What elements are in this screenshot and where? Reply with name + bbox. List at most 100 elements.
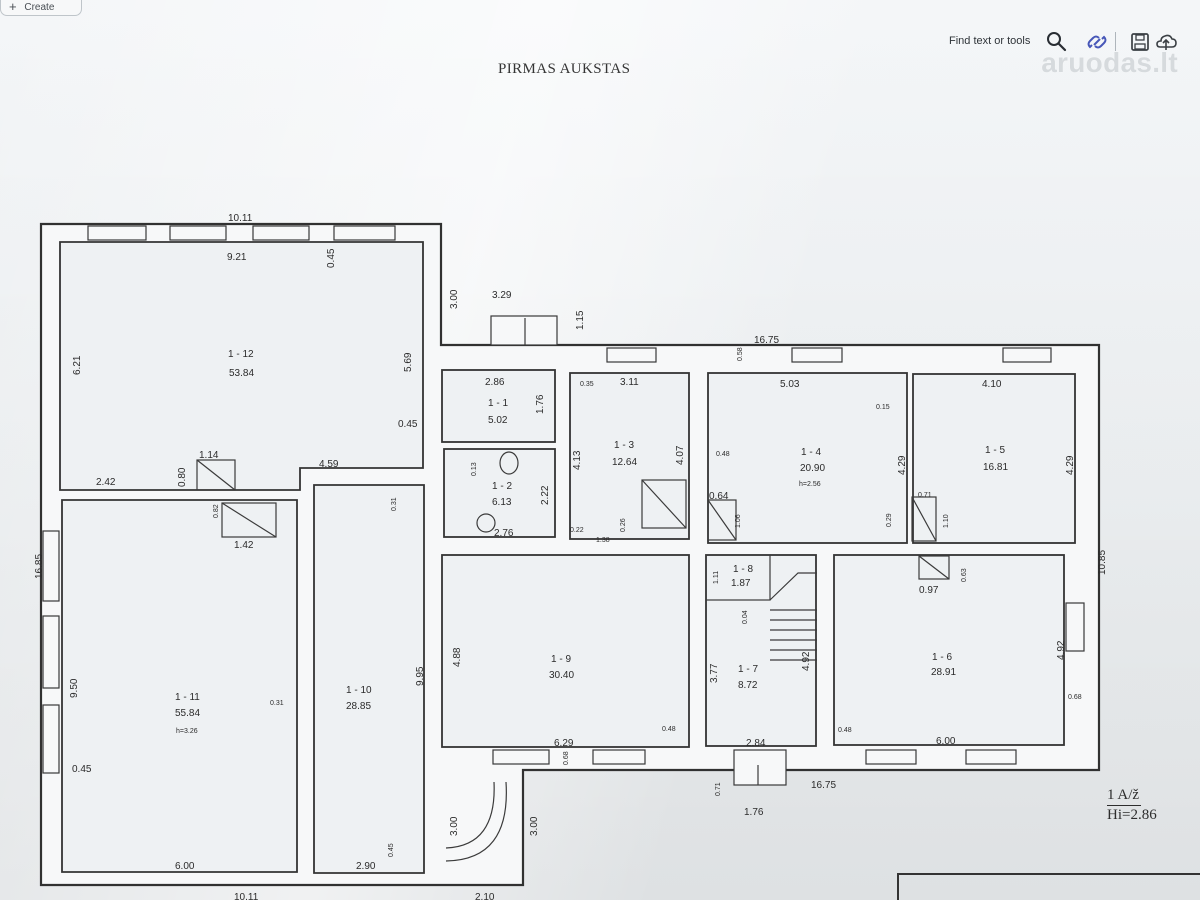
plan-stamp: 1 A/ž Hi=2.86 [1107,786,1177,825]
search-icon[interactable] [1044,29,1070,55]
window-south-3 [865,749,917,765]
dim-9-95: 9.95 [415,666,426,686]
dim-2-22: 2.22 [540,485,551,505]
room-1-11-height: h=3.26 [176,728,198,735]
room-1-10-outline [313,484,425,874]
room-1-5-area: 16.81 [983,462,1008,473]
room-1-2-id: 1 - 2 [492,481,512,492]
dim-2-10-bottom: 2.10 [475,892,495,900]
room-1-6-area: 28.91 [931,667,956,678]
room-1-3-outline [569,372,690,540]
dim-1-10: 1.10 [943,514,950,528]
dim-0-45-top: 0.45 [326,248,337,268]
dim-10-85: 10.85 [1097,550,1108,575]
stamp-line-2: Hi=2.86 [1107,807,1157,823]
document-toolbar: Find text or tools [940,27,1200,57]
room-1-8-outline [705,554,771,601]
find-text-tools-label[interactable]: Find text or tools [949,35,1031,47]
dim-0-31-center: 0.31 [391,497,398,511]
dim-3-77: 3.77 [709,663,720,683]
dim-0-45-west: 0.45 [72,764,92,775]
staircase-1-7 [769,572,817,661]
room-1-11-outline [61,499,298,873]
room-1-12-id: 1 - 12 [228,349,254,360]
windows-and-openings [42,225,1085,786]
save-icon[interactable] [1127,29,1153,55]
dim-1-38: 1.38 [596,537,610,544]
dim-16-75-bottom: 16.75 [811,780,836,791]
window-room-1-5 [1002,347,1052,363]
window-east [1065,602,1085,652]
window-north-4 [333,225,396,241]
dim-4-92-stairs: 4.92 [801,651,812,671]
window-west-2 [42,615,60,689]
dim-4-88: 4.88 [452,647,463,667]
room-1-8-id: 1 - 8 [733,564,753,575]
room-1-9-outline [441,554,690,748]
cloud-upload-icon[interactable] [1153,29,1179,55]
dim-9-21: 9.21 [227,252,247,263]
stove-1-4 [707,499,737,541]
create-button-label: Create [24,2,55,13]
dim-0-48-room-1-4: 0.48 [716,451,730,458]
dimension-labels: 10.11 9.21 0.45 6.21 5.69 2.42 1.14 0.80… [34,213,1108,900]
window-north-3 [252,225,310,241]
dim-0-35: 0.35 [580,381,594,388]
dim-0-26: 0.26 [620,518,627,532]
room-1-2-outline [443,448,556,538]
dim-2-84: 2.84 [746,738,766,749]
dim-4-07: 4.07 [675,445,686,465]
dim-6-21: 6.21 [72,355,83,375]
floor-plan-title: PIRMAS AUKSTAS [498,61,631,77]
dim-4-29-left: 4.29 [897,455,908,475]
dim-0-45-room-1-1: 0.45 [398,419,418,430]
dim-4-10: 4.10 [982,379,1002,390]
dim-3-29: 3.29 [492,290,512,301]
room-1-2-area: 6.13 [492,497,512,508]
interior-details [196,318,950,862]
stove-1-12 [196,459,236,491]
dim-0-15: 0.15 [876,404,890,411]
room-1-5-outline [912,373,1076,544]
room-1-9-id: 1 - 9 [551,654,571,665]
room-labels: 1 - 12 53.84 1 - 1 5.02 1 - 2 6.13 1 - 3… [175,349,1008,735]
link-icon[interactable] [1084,29,1110,55]
dim-0-63: 0.63 [961,568,968,582]
dim-0-71: 0.71 [918,492,932,499]
window-north-2 [169,225,227,241]
watermark-logo: aruodas.lt [1041,47,1178,78]
dim-3-00-north: 3.00 [449,289,460,309]
room-1-3-area: 12.64 [612,457,637,468]
dim-10-11-top: 10.11 [228,213,253,224]
window-south-4 [965,749,1017,765]
toolbar-separator [1115,32,1116,51]
room-1-1-outline [441,369,556,443]
room-1-9-area: 30.40 [549,670,574,681]
dim-9-50: 9.50 [69,678,80,698]
dim-10-11-bottom: 10.11 [234,892,259,900]
dim-1-06: 1.06 [735,514,742,528]
room-1-1-id: 1 - 1 [488,398,508,409]
room-1-6-outline [833,554,1065,746]
entry-porch-south [733,749,787,786]
dim-0-13: 0.13 [471,462,478,476]
room-1-4-height: h=2.56 [799,481,821,488]
stove-diagonal-1-6 [918,555,950,580]
stove-1-5 [911,496,937,542]
stamp-line-1: 1 A/ž [1107,786,1142,806]
dim-0-29: 0.29 [886,513,893,527]
room-1-10-area: 28.85 [346,701,371,712]
room-1-12-area: 53.84 [229,368,254,379]
window-west-1 [42,530,60,602]
room-1-11-area: 55.84 [175,708,200,719]
create-button[interactable]: + Create [0,0,82,16]
stove-diagonal-1-11 [221,502,277,538]
room-1-1-area: 5.02 [488,415,508,426]
dim-0-64: 0.64 [709,491,729,502]
stove-1-11 [221,502,277,538]
dim-0-68-east: 0.68 [1068,694,1082,701]
entry-porch-north [490,315,558,346]
